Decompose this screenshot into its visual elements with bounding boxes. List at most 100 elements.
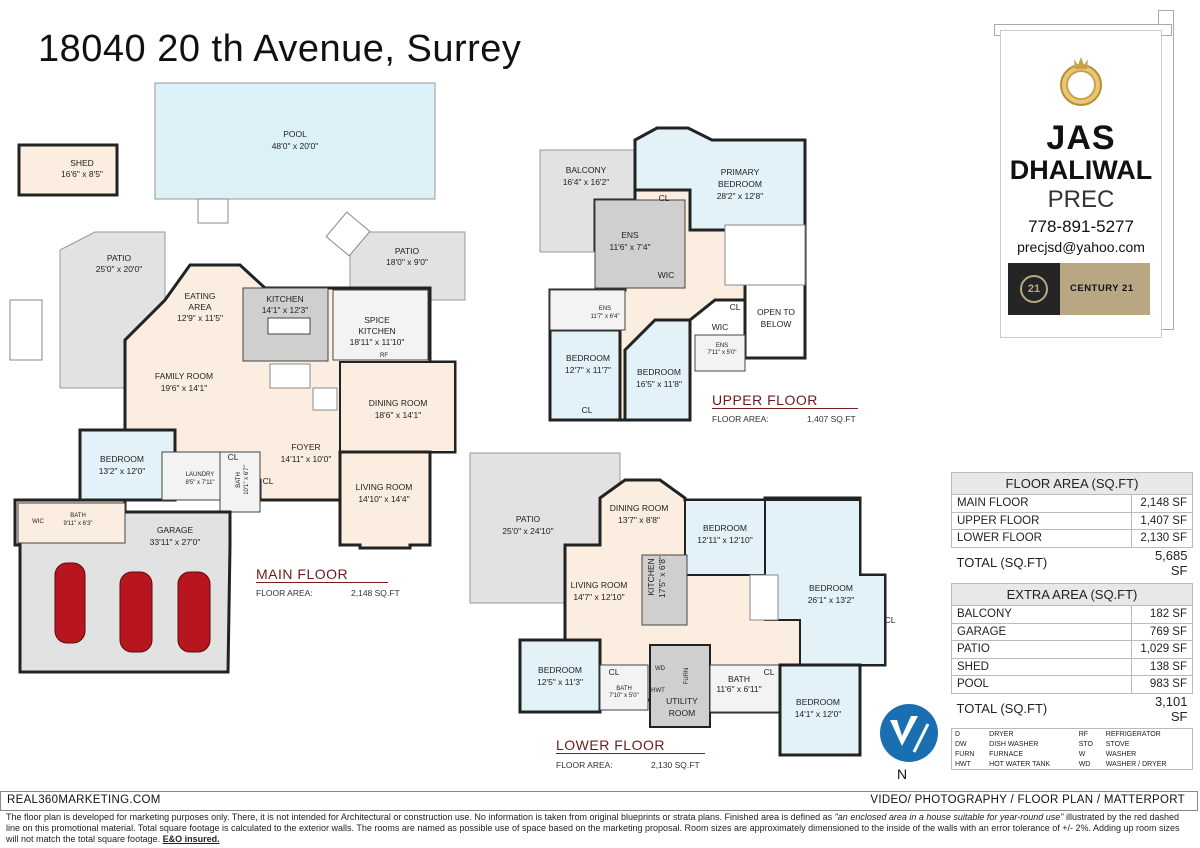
bath-a-area [219, 451, 261, 513]
lower-bath-small-size: 7'10" x 5'0" [609, 693, 639, 699]
lower-floor-plan: PATIO 25'0" x 24'10" DINING ROOM 13'7" x… [469, 452, 896, 757]
lower-kitchen-label: KITCHEN [646, 558, 656, 595]
balcony-size: 16'4" x 16'2" [563, 177, 610, 187]
upper-bed2-label: BEDROOM [637, 367, 681, 377]
bedroom-size: 13'2" x 12'0" [99, 466, 146, 476]
main-floor-plan: SHED 16'6" x 8'5" POOL 48'0" x 20'0" PAT… [9, 82, 466, 674]
lower-dining-size: 13'7" x 8'8" [618, 515, 660, 525]
main-floor-label: MAIN FLOOR [256, 566, 389, 583]
spice-kitchen-area [332, 289, 429, 361]
extra-area-value: 138 SF [1131, 657, 1193, 676]
bath-a-size: 10'1" x 6'7" [244, 465, 250, 495]
foyer-size: 14'11" x 10'0" [281, 454, 332, 464]
patio-west-label: PATIO [107, 253, 132, 263]
shed-area [17, 143, 119, 197]
bath-a-label: BATH [236, 472, 242, 488]
agent-email: precjsd@yahoo.com [1017, 239, 1145, 255]
lower-bed4-label: BEDROOM [796, 697, 840, 707]
lower-patio-label: PATIO [516, 514, 541, 524]
compass-icon [880, 704, 938, 762]
ens3-size: 7'11" x 5'0" [707, 350, 736, 356]
lower-bath-label: BATH [728, 674, 750, 684]
patio-east-size: 18'0" x 9'0" [386, 257, 428, 267]
extra-area-label: GARAGE [951, 622, 1132, 641]
main-island [267, 317, 311, 335]
garage-cars [54, 562, 211, 653]
living-size: 14'10" x 14'4" [358, 494, 409, 504]
main-dining-area [339, 361, 456, 453]
eating-size: 12'9" x 11'5" [177, 313, 223, 323]
agent-title: PREC [1047, 186, 1115, 213]
lower-cl-3: CL [764, 667, 775, 677]
lower-bed1-size: 12'11" x 12'10" [697, 535, 752, 545]
footer-services: VIDEO/ PHOTOGRAPHY / FLOOR PLAN / MATTER… [870, 794, 1185, 806]
open-label-2: BELOW [761, 319, 792, 329]
open-label-1: OPEN TO [757, 307, 795, 317]
footer-bar: REAL360MARKETING.COM VIDEO/ PHOTOGRAPHY … [0, 791, 1198, 811]
agent-name-1: JAS [1046, 119, 1116, 157]
lower-wd-label: WD [655, 666, 666, 672]
foyer-label: FOYER [291, 442, 320, 452]
extra-area-total-label: TOTAL (SQ.FT) [956, 701, 1048, 716]
footer-site[interactable]: REAL360MARKETING.COM [7, 794, 161, 806]
lower-hwt-label: HWT [651, 688, 665, 694]
extra-area-total-value: 3,101 SF [1154, 693, 1188, 724]
lower-cl-1: CL [885, 615, 896, 625]
upper-bed2-size: 16'5" x 11'8" [636, 379, 682, 389]
floor-area-value: 2,148 SF [1131, 494, 1193, 513]
extra-area-value: 182 SF [1131, 605, 1193, 624]
cl-label-1: CL [228, 452, 239, 462]
agent-name-2: DHALIWAL [1009, 155, 1153, 185]
dining-label: DINING ROOM [369, 398, 428, 408]
floor-area-total-value: 5,685 SF [1154, 547, 1188, 578]
pool-label: POOL [283, 129, 307, 139]
lower-cl-2: CL [609, 667, 620, 677]
eating-label-1: EATING [184, 291, 215, 301]
floor-area-label: MAIN FLOOR [951, 494, 1132, 513]
ens2-label: ENS [599, 306, 611, 312]
extra-area-label: POOL [951, 675, 1132, 694]
extra-area-value: 1,029 SF [1131, 640, 1193, 659]
main-living-area [338, 450, 432, 550]
extra-area-label: BALCONY [951, 605, 1132, 624]
shed-label: SHED [70, 158, 94, 168]
floor-area-value: 1,407 SF [1131, 511, 1193, 530]
lower-bed4-size: 14'1" x 12'0" [795, 709, 842, 719]
century21-banner: 21 CENTURY 21 [1008, 263, 1150, 315]
dining-size: 18'6" x 14'1" [375, 410, 422, 420]
lower-bed1-area [684, 499, 766, 576]
living-label: LIVING ROOM [356, 482, 413, 492]
primary-label-2: BEDROOM [718, 179, 762, 189]
pool-steps [197, 198, 229, 224]
lower-bed3-label: BEDROOM [538, 665, 582, 675]
upper-bed1-size: 12'7" x 11'7" [565, 365, 611, 375]
lower-stairs [749, 574, 779, 621]
upper-ens2-area [549, 289, 626, 331]
upper-floor-label: UPPER FLOOR [712, 392, 858, 409]
primary-size: 28'2" x 12'8" [717, 191, 764, 201]
extra-area-value: 983 SF [1131, 675, 1193, 694]
main-kitchen-area [242, 287, 329, 362]
lower-furn-label: FURN [684, 668, 690, 685]
shed-size: 16'6" x 8'5" [61, 169, 103, 179]
floor-plans: SHED 16'6" x 8'5" POOL 48'0" x 20'0" PAT… [9, 82, 896, 757]
upper-floor-plan: BALCONY 16'4" x 16'2" PRIMARY BEDROOM 28… [539, 126, 807, 422]
lower-bath-area [709, 664, 781, 713]
footer-disclaimer: The floor plan is developed for marketin… [6, 812, 1180, 844]
upper-bed2-area [623, 318, 692, 422]
car-1 [54, 562, 86, 644]
kitchen-size: 14'1" x 12'3" [262, 305, 309, 315]
agent-phone: 778-891-5277 [1028, 217, 1134, 236]
lower-patio-size: 25'0" x 24'10" [502, 526, 553, 536]
lower-bed3-area [518, 638, 602, 714]
footer: REAL360MARKETING.COM VIDEO/ PHOTOGRAPHY … [0, 791, 1200, 848]
cl-label-2: CL [263, 476, 274, 486]
pool-area [154, 82, 436, 200]
lower-kitchen-area [641, 554, 688, 626]
floor-area-value: 2,130 SF [1131, 529, 1193, 548]
century21-logo-icon: 21 [1020, 275, 1048, 303]
ens1-size: 11'6" x 7'4" [609, 242, 650, 252]
